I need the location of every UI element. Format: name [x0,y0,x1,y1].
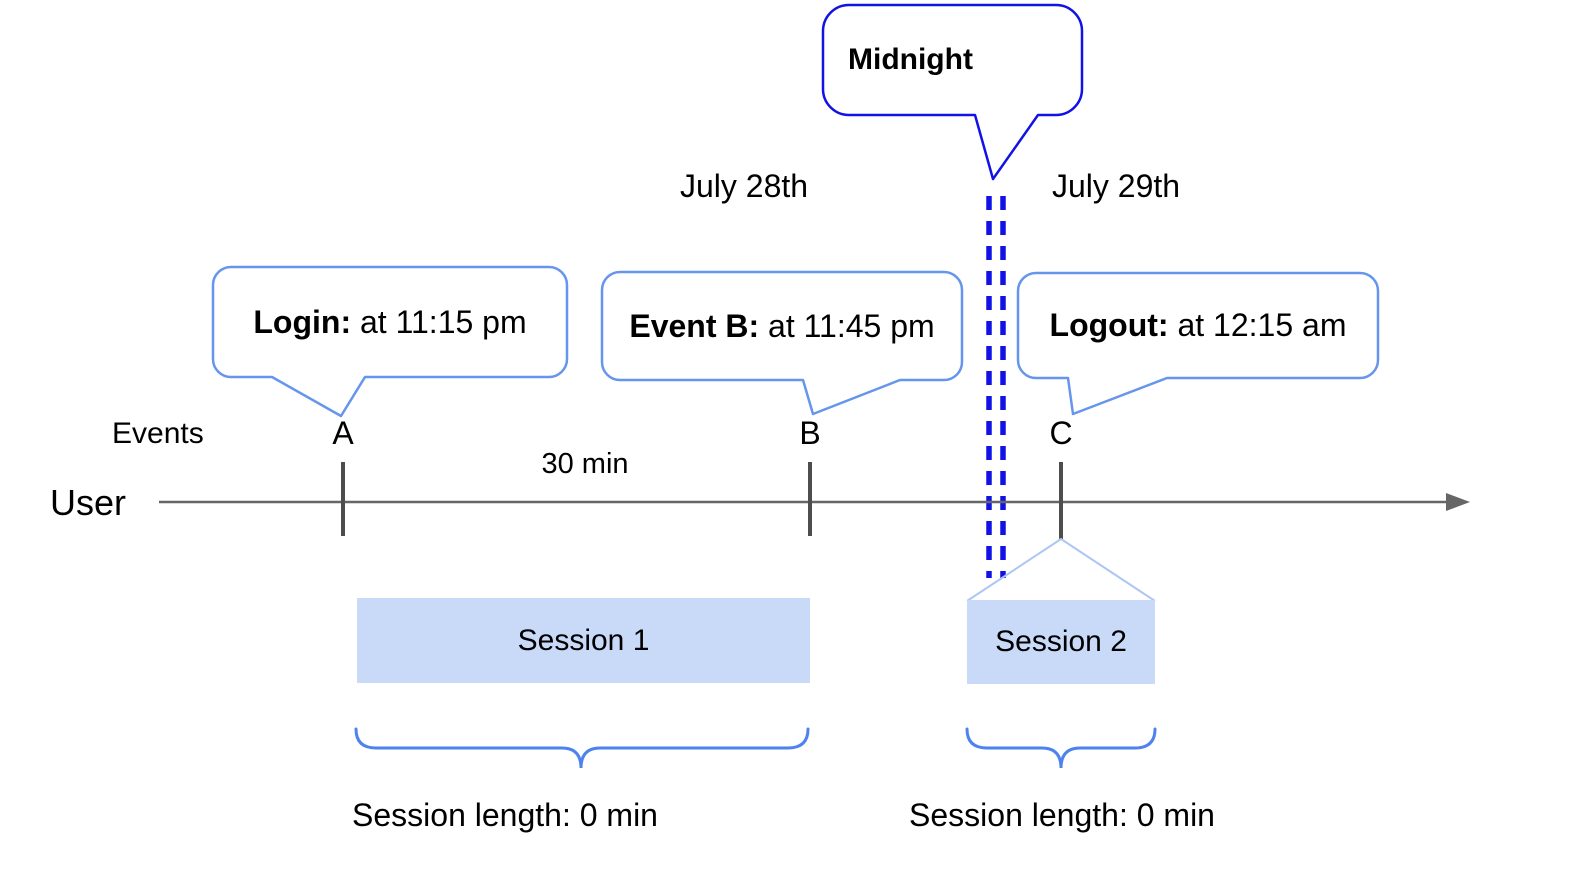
session1-box: Session 1 [357,598,810,683]
session2-box: Session 2 [967,600,1155,684]
logout-callout-detail: at 12:15 am [1168,307,1347,343]
login-callout-bubble [211,265,569,418]
login-callout-detail: at 11:15 pm [351,303,527,340]
date-label-july-28: July 28th [680,168,809,204]
event-marker-b: B [799,415,821,451]
logout-callout-label: Logout: [1049,307,1169,343]
date-label-july-29: July 29th [1052,168,1181,204]
login-callout-label: Login: [253,303,352,340]
interval-label-30min: 30 min [541,448,629,480]
timeline-arrowhead-icon [1446,493,1470,511]
logout-callout-text: Logout: at 12:15 am [1018,273,1378,378]
session1-label: Session 1 [517,623,650,657]
event-c-session2-connector [966,537,1156,602]
user-row-label: User [50,482,127,523]
event-b-callout-bubble [600,270,964,416]
session2-length-label: Session length: 0 min [909,797,1215,833]
session1-brace [354,727,810,769]
logout-callout-bubble [1016,271,1380,416]
session2-label: Session 2 [995,625,1127,658]
events-row-label: Events [112,417,204,450]
session1-length-label: Session length: 0 min [352,797,658,833]
midnight-callout-bubble [821,3,1084,181]
event-marker-c: C [1049,415,1073,451]
event-b-callout-text: Event B: at 11:45 pm [602,272,962,380]
session2-brace [965,727,1157,769]
event-b-callout-detail: at 11:45 pm [759,307,935,344]
midnight-callout-label: Midnight [848,43,973,76]
login-callout-text: Login: at 11:15 pm [213,267,567,377]
event-b-callout-label: Event B: [629,307,760,344]
event-marker-a: A [332,415,354,451]
